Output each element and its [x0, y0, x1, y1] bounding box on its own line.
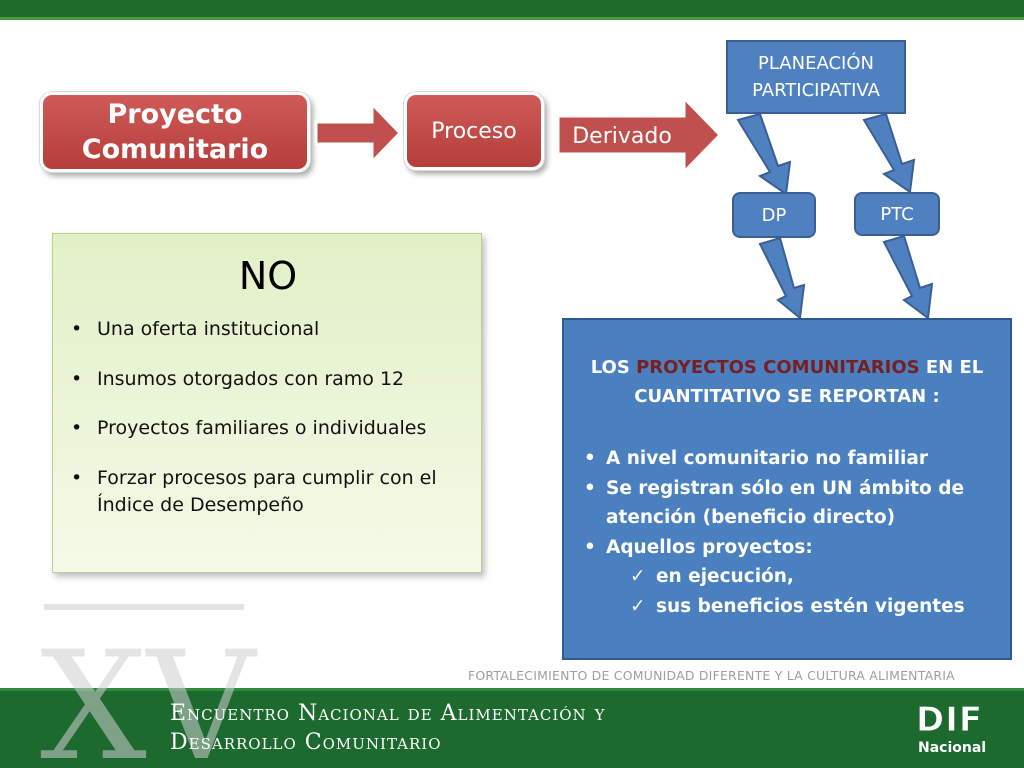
list-item: Insumos otorgados con ramo 12: [63, 366, 478, 394]
dif-nacional-logo: DIF Nacional: [915, 700, 996, 760]
arrow-proyecto-to-proceso: [314, 100, 403, 166]
arrow-planeacion-to-ptc: [862, 112, 916, 194]
event-title-line2: Desarrollo Comunitario: [170, 729, 442, 755]
dp-box: DP: [732, 192, 816, 238]
proyecto-comunitario-box: Proyecto Comunitario: [40, 92, 310, 172]
xvi-text: XVI: [40, 620, 262, 768]
derivado-arrow: Derivado: [556, 94, 723, 176]
list-item: Proyectos familiares o individuales: [63, 415, 478, 443]
dp-label: DP: [761, 204, 787, 226]
arrow-ptc-to-cuantitativo: [882, 234, 934, 320]
event-title: Encuentro Nacional de Alimentación y Des…: [170, 700, 606, 757]
cuantitativo-list: A nivel comunitario no familiar Se regis…: [576, 444, 1006, 622]
heading-prefix: LOS: [590, 357, 637, 378]
xvi-watermark: XVI: [40, 604, 262, 768]
planeacion-participativa-box: PLANEACIÓN PARTICIPATIVA: [726, 40, 906, 114]
check-list-item: sus beneficios estén vigentes: [576, 592, 1006, 622]
bottom-green-bar: [0, 688, 1024, 768]
dif-logo-subtext: Nacional: [918, 740, 987, 756]
ptc-box: PTC: [854, 192, 940, 236]
check-list-item: en ejecución,: [576, 562, 1006, 592]
top-green-bar: [0, 0, 1024, 20]
cuantitativo-panel: LOS PROYECTOS COMUNITARIOS EN EL CUANTIT…: [562, 318, 1012, 660]
arrow-planeacion-to-dp: [736, 112, 792, 196]
list-item: Aquellos proyectos:: [576, 533, 1006, 563]
derivado-label: Derivado: [572, 124, 672, 149]
ptc-label: PTC: [880, 203, 914, 225]
proyecto-comunitario-label: Proyecto Comunitario: [81, 98, 269, 165]
heading-suffix: EN EL CUANTITATIVO SE REPORTAN :: [634, 357, 984, 407]
heading-highlight: PROYECTOS COMUNITARIOS: [636, 357, 920, 378]
list-item: Se registran sólo en UN ámbito de atenci…: [576, 474, 1006, 533]
event-title-line1: Encuentro Nacional de Alimentación y: [170, 701, 606, 726]
list-item: Forzar procesos para cumplir con el Índi…: [63, 465, 478, 520]
list-item: Una oferta institucional: [63, 316, 478, 344]
proceso-label: Proceso: [431, 118, 517, 144]
planeacion-label: PLANEACIÓN PARTICIPATIVA: [752, 53, 880, 101]
no-title: NO: [238, 254, 298, 298]
footer-tagline: FORTALECIMIENTO DE COMUNIDAD DIFERENTE Y…: [468, 668, 955, 683]
no-panel: NO Una oferta institucional Insumos otor…: [52, 233, 482, 573]
cuantitativo-heading: LOS PROYECTOS COMUNITARIOS EN EL CUANTIT…: [564, 354, 1010, 412]
dif-logo-text: DIF: [915, 700, 984, 741]
no-list: Una oferta institucional Insumos otorgad…: [63, 316, 478, 542]
list-item: A nivel comunitario no familiar: [576, 444, 1006, 474]
proceso-box: Proceso: [404, 92, 544, 170]
arrow-dp-to-cuantitativo: [758, 236, 806, 320]
